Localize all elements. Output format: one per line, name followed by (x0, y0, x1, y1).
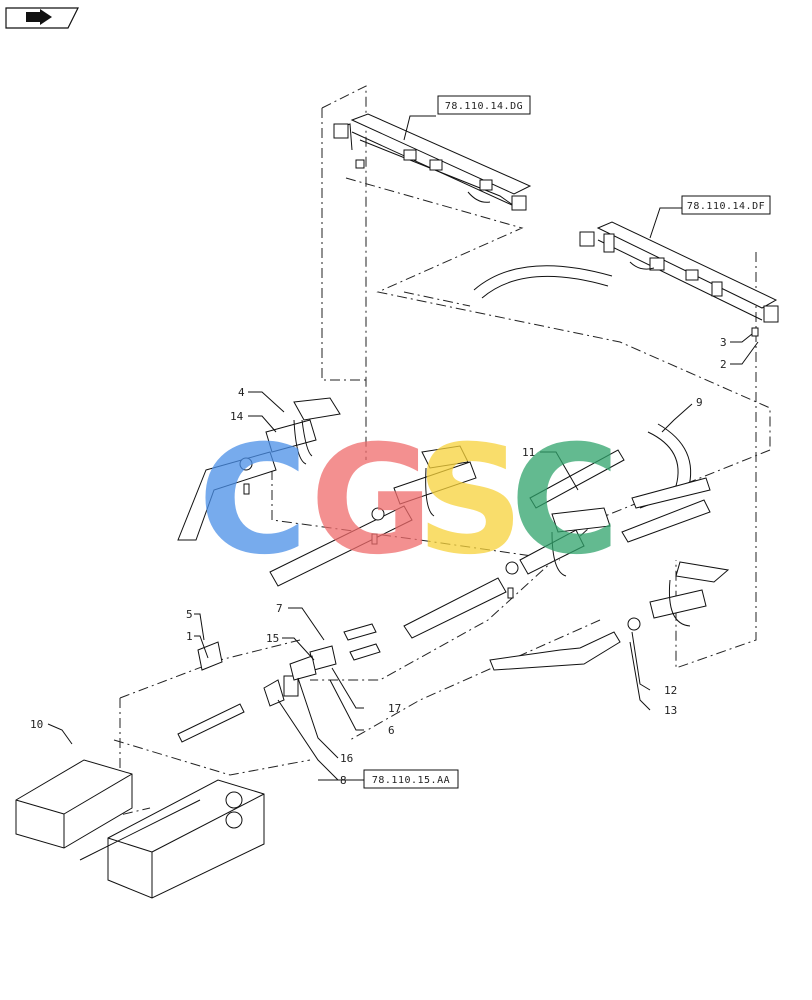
watermark-letter-4: C (510, 414, 620, 588)
upper-right-manifold (579, 221, 779, 337)
callout-labels: 1 2 3 4 5 6 7 8 9 10 11 12 13 14 15 16 1… (30, 336, 727, 787)
watermark-letter-3: S (416, 414, 524, 588)
boom-pipes (177, 419, 711, 743)
callout-3: 3 (720, 336, 727, 349)
callout-6: 6 (388, 724, 395, 737)
lower-fittings (197, 641, 337, 707)
callout-15: 15 (266, 632, 279, 645)
ref-box-top-left[interactable]: 78.110.14.DG (437, 95, 531, 115)
watermark-logo: C G S C (198, 414, 620, 588)
watermark-letter-1: C (198, 414, 308, 588)
callout-5: 5 (186, 608, 193, 621)
callout-13: 13 (664, 704, 677, 717)
frame-10 (15, 759, 265, 899)
svg-text:78.110.15.AA: 78.110.15.AA (372, 775, 450, 786)
callout-16: 16 (340, 752, 353, 765)
callout-10: 10 (30, 718, 43, 731)
upper-hose (473, 265, 613, 299)
ref-box-bottom[interactable]: 78.110.15.AA (363, 769, 459, 789)
callout-12: 12 (664, 684, 677, 697)
ref-box-top-right[interactable]: 78.110.14.DF (681, 195, 771, 215)
callout-2: 2 (720, 358, 727, 371)
next-page-arrow-icon[interactable] (5, 7, 79, 29)
upper-left-manifold (333, 113, 532, 211)
callout-14: 14 (230, 410, 244, 423)
callout-11: 11 (522, 446, 535, 459)
leader-lines (47, 115, 759, 781)
callout-17: 17 (388, 702, 401, 715)
callout-9: 9 (696, 396, 703, 409)
svg-text:78.110.14.DG: 78.110.14.DG (445, 101, 523, 112)
watermark-letter-2: G (310, 414, 433, 588)
callout-4: 4 (238, 386, 245, 399)
callout-7: 7 (276, 602, 283, 615)
callout-1: 1 (186, 630, 193, 643)
callout-8: 8 (340, 774, 347, 787)
nozzle-brackets (239, 397, 730, 631)
svg-text:78.110.14.DF: 78.110.14.DF (687, 201, 765, 212)
